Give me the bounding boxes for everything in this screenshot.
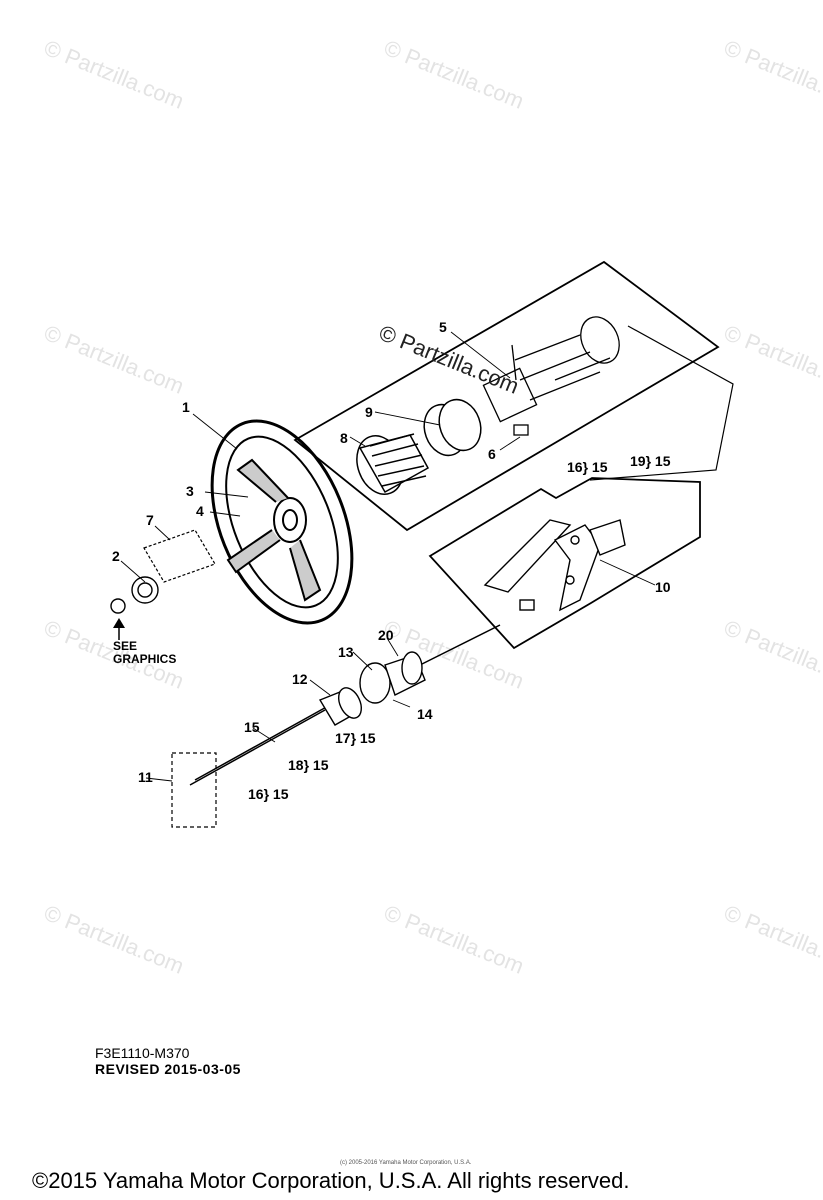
callout-16-15-upper: 16} 15 (567, 459, 608, 475)
diagram-code: F3E1110-M370 (95, 1045, 190, 1061)
callout-18-15: 18} 15 (288, 757, 329, 773)
mount-bracket (483, 519, 626, 612)
helm-unit (482, 316, 620, 436)
callout-7: 7 (146, 512, 154, 528)
arrow-up-icon (113, 618, 125, 640)
copyright: ©2015 Yamaha Motor Corporation, U.S.A. A… (32, 1168, 630, 1193)
callout-12: 12 (292, 671, 308, 687)
part-8-bellows (356, 433, 430, 495)
part-9-ring (423, 398, 482, 457)
steering-wheel (210, 419, 354, 625)
callout-14: 14 (417, 706, 433, 722)
group-11-frame (171, 752, 217, 828)
assembly-10-frame-outline (428, 477, 701, 650)
callout-6: 6 (488, 446, 496, 462)
callout-8: 8 (340, 430, 348, 446)
tiny-credit: (c) 2005-2016 Yamaha Motor Corporation, … (340, 1160, 472, 1166)
see-graphics-line2: GRAPHICS (113, 652, 177, 666)
callout-5: 5 (439, 319, 447, 335)
callout-13: 13 (338, 644, 354, 660)
callout-17-15: 17} 15 (335, 730, 376, 746)
callout-4: 4 (196, 503, 204, 519)
revised-date: REVISED 2015-03-05 (95, 1061, 241, 1077)
see-graphics-line1: SEE (113, 639, 138, 653)
assembly-5-frame (293, 260, 720, 532)
callout-9: 9 (365, 404, 373, 420)
see-graphics-note: SEE GRAPHICS (113, 640, 176, 666)
callout-1: 1 (182, 399, 190, 415)
group-7-frame (143, 529, 216, 583)
callout-2: 2 (112, 548, 120, 564)
callout-15: 15 (244, 719, 260, 735)
callout-11: 11 (138, 769, 153, 785)
callout-20: 20 (378, 627, 394, 643)
callout-3: 3 (186, 483, 194, 499)
steering-cable (189, 624, 501, 786)
cable-parts (318, 651, 426, 726)
callout-19-15: 19} 15 (630, 453, 671, 469)
callout-16-15-lower: 16} 15 (248, 786, 289, 802)
leader-lines (120, 331, 656, 782)
callout-10: 10 (655, 579, 671, 595)
part-2-hub (110, 576, 159, 614)
connector-line (589, 325, 734, 481)
